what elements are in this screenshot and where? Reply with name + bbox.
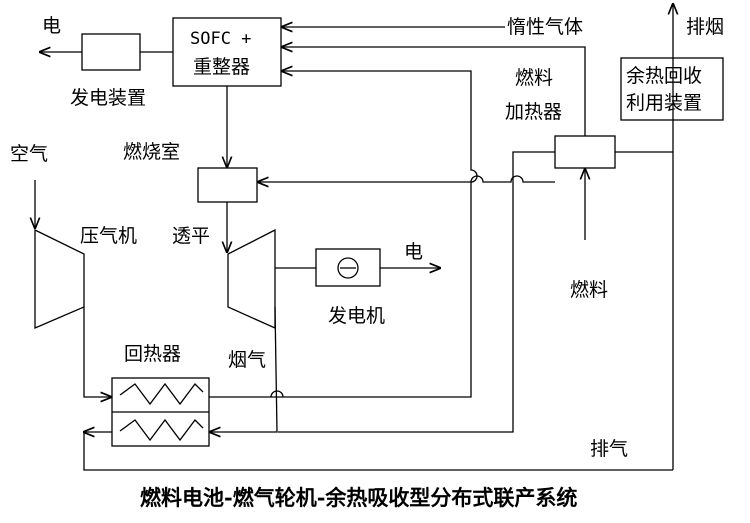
generator-device-label: 发电装置 — [70, 87, 146, 109]
sofc-label-line2: 重整器 — [193, 56, 250, 78]
inert-gas-label: 惰性气体 — [507, 16, 583, 38]
compressor-shape — [34, 228, 85, 329]
exhaust-gas-label: 排气 — [590, 438, 628, 460]
generator-icon — [337, 257, 359, 279]
generator-label: 发电机 — [328, 305, 385, 327]
sofc-reformer-box — [172, 17, 282, 87]
combustor-box — [197, 167, 258, 203]
recuperator-zigzag-upper — [119, 382, 204, 406]
diagram-caption: 燃料电池-燃气轮机-余热吸收型分布式联产系统 — [140, 485, 577, 510]
turbine-shape — [227, 228, 276, 330]
exhaust-return-line — [83, 432, 673, 471]
recuperator-zigzag-lower — [119, 418, 204, 442]
electricity-label-right: 电 — [404, 241, 423, 263]
flue-gas-label: 烟气 — [228, 349, 266, 371]
generator-device-box — [81, 33, 141, 71]
fuel-heater-label-line2: 加热器 — [505, 101, 562, 123]
compressor-label: 压气机 — [80, 225, 137, 247]
fuel-label: 燃料 — [570, 279, 608, 301]
compressed-air-to-sofc-line — [271, 71, 478, 398]
recuperator-label: 回热器 — [124, 343, 181, 365]
recuperator — [111, 377, 210, 447]
recuperator-hop — [270, 390, 284, 398]
waste-heat-label-line2: 利用装置 — [626, 92, 702, 114]
fuel-heater-box — [554, 135, 616, 169]
combustor-label: 燃烧室 — [123, 141, 180, 163]
electricity-label-top: 电 — [42, 15, 61, 37]
waste-heat-label-line1: 余热回收 — [626, 65, 702, 87]
exhaust-smoke-label: 排烟 — [686, 16, 724, 38]
turbine-label: 透平 — [172, 225, 210, 247]
waste-heat-recovery-box — [620, 57, 724, 121]
fuel-heater-label-line1: 燃料 — [515, 67, 553, 89]
fuel-to-combustor-line — [258, 175, 555, 182]
heated-fuel-line — [282, 47, 586, 136]
flue-gas-line — [210, 306, 278, 432]
heater-return-line — [278, 151, 555, 433]
sofc-label-line1: SOFC + — [190, 29, 251, 49]
air-label: 空气 — [10, 143, 48, 165]
compressor-to-recuperator-line — [83, 307, 111, 397]
